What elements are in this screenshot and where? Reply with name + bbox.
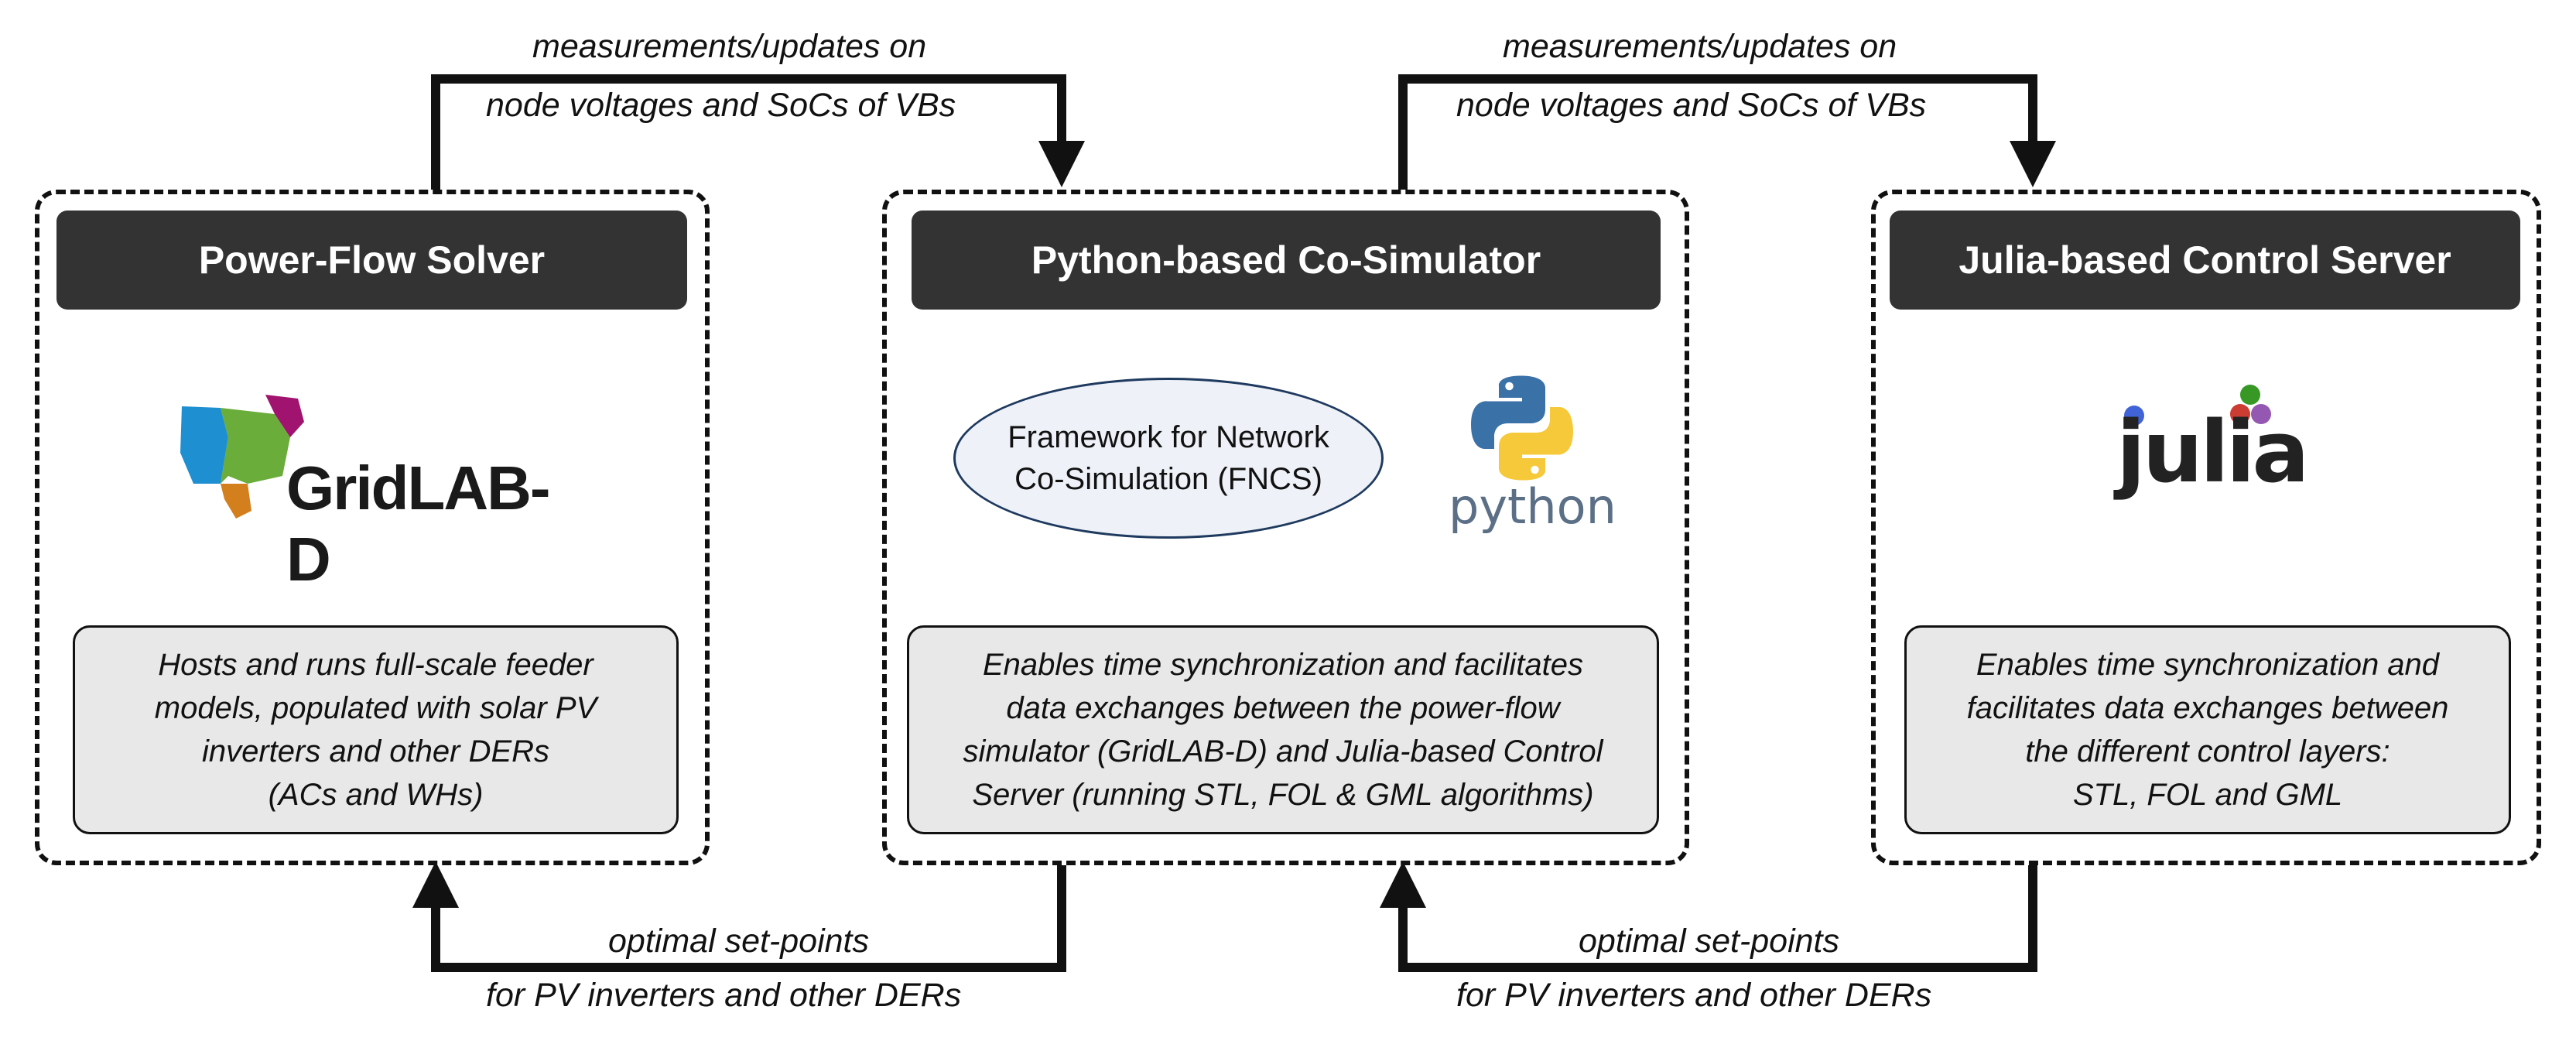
powerflow-description: Hosts and runs full-scale feeder models,… xyxy=(73,625,679,834)
us-map-icon xyxy=(180,395,304,519)
python-snake-icon xyxy=(1471,375,1573,481)
fncs-ellipse: Framework for Network Co-Simulation (FNC… xyxy=(953,378,1384,539)
python-logo-text: python xyxy=(1449,478,1616,535)
arrow-powerflow-to-cosim xyxy=(431,74,1085,190)
cosim-description: Enables time synchronization and facilit… xyxy=(907,625,1659,834)
arrow-label-top-right-line2: node voltages and SoCs of VBs xyxy=(1456,87,1927,124)
arrow-label-top-left-line1: measurements/updates on xyxy=(532,28,927,65)
control-description: Enables time synchronization and facilit… xyxy=(1904,625,2511,834)
arrow-cosim-to-control xyxy=(1398,74,2056,190)
cosim-description-text: Enables time synchronization and facilit… xyxy=(963,648,1603,812)
powerflow-description-text: Hosts and runs full-scale feeder models,… xyxy=(154,648,597,812)
control-description-text: Enables time synchronization and facilit… xyxy=(1966,648,2449,812)
arrow-label-bottom-right-line1: optimal set-points xyxy=(1579,923,1839,960)
arrow-label-top-right-line1: measurements/updates on xyxy=(1503,28,1897,65)
arrow-label-bottom-left-line2: for PV inverters and other DERs xyxy=(486,977,962,1014)
julia-logo-text: julia xyxy=(2116,402,2310,502)
julia-dots-icon xyxy=(2124,385,2271,426)
gridlabd-logo: GridLAB-D xyxy=(174,391,584,594)
python-logo: python xyxy=(1441,370,1616,540)
arrow-label-top-left-line2: node voltages and SoCs of VBs xyxy=(486,87,956,124)
powerflow-title: Power-Flow Solver xyxy=(56,211,687,310)
arrow-label-bottom-left-line1: optimal set-points xyxy=(608,923,869,960)
julia-logo: julia xyxy=(2109,383,2310,515)
fncs-text: Framework for Network Co-Simulation (FNC… xyxy=(1007,420,1329,496)
arrow-label-bottom-right-line2: for PV inverters and other DERs xyxy=(1456,977,1932,1014)
control-title: Julia-based Control Server xyxy=(1890,211,2520,310)
arrow-cosim-to-powerflow xyxy=(412,861,1066,972)
arrow-control-to-cosim xyxy=(1380,861,2037,972)
gridlabd-logo-text: GridLAB-D xyxy=(286,454,551,594)
cosim-title: Python-based Co-Simulator xyxy=(912,211,1661,310)
